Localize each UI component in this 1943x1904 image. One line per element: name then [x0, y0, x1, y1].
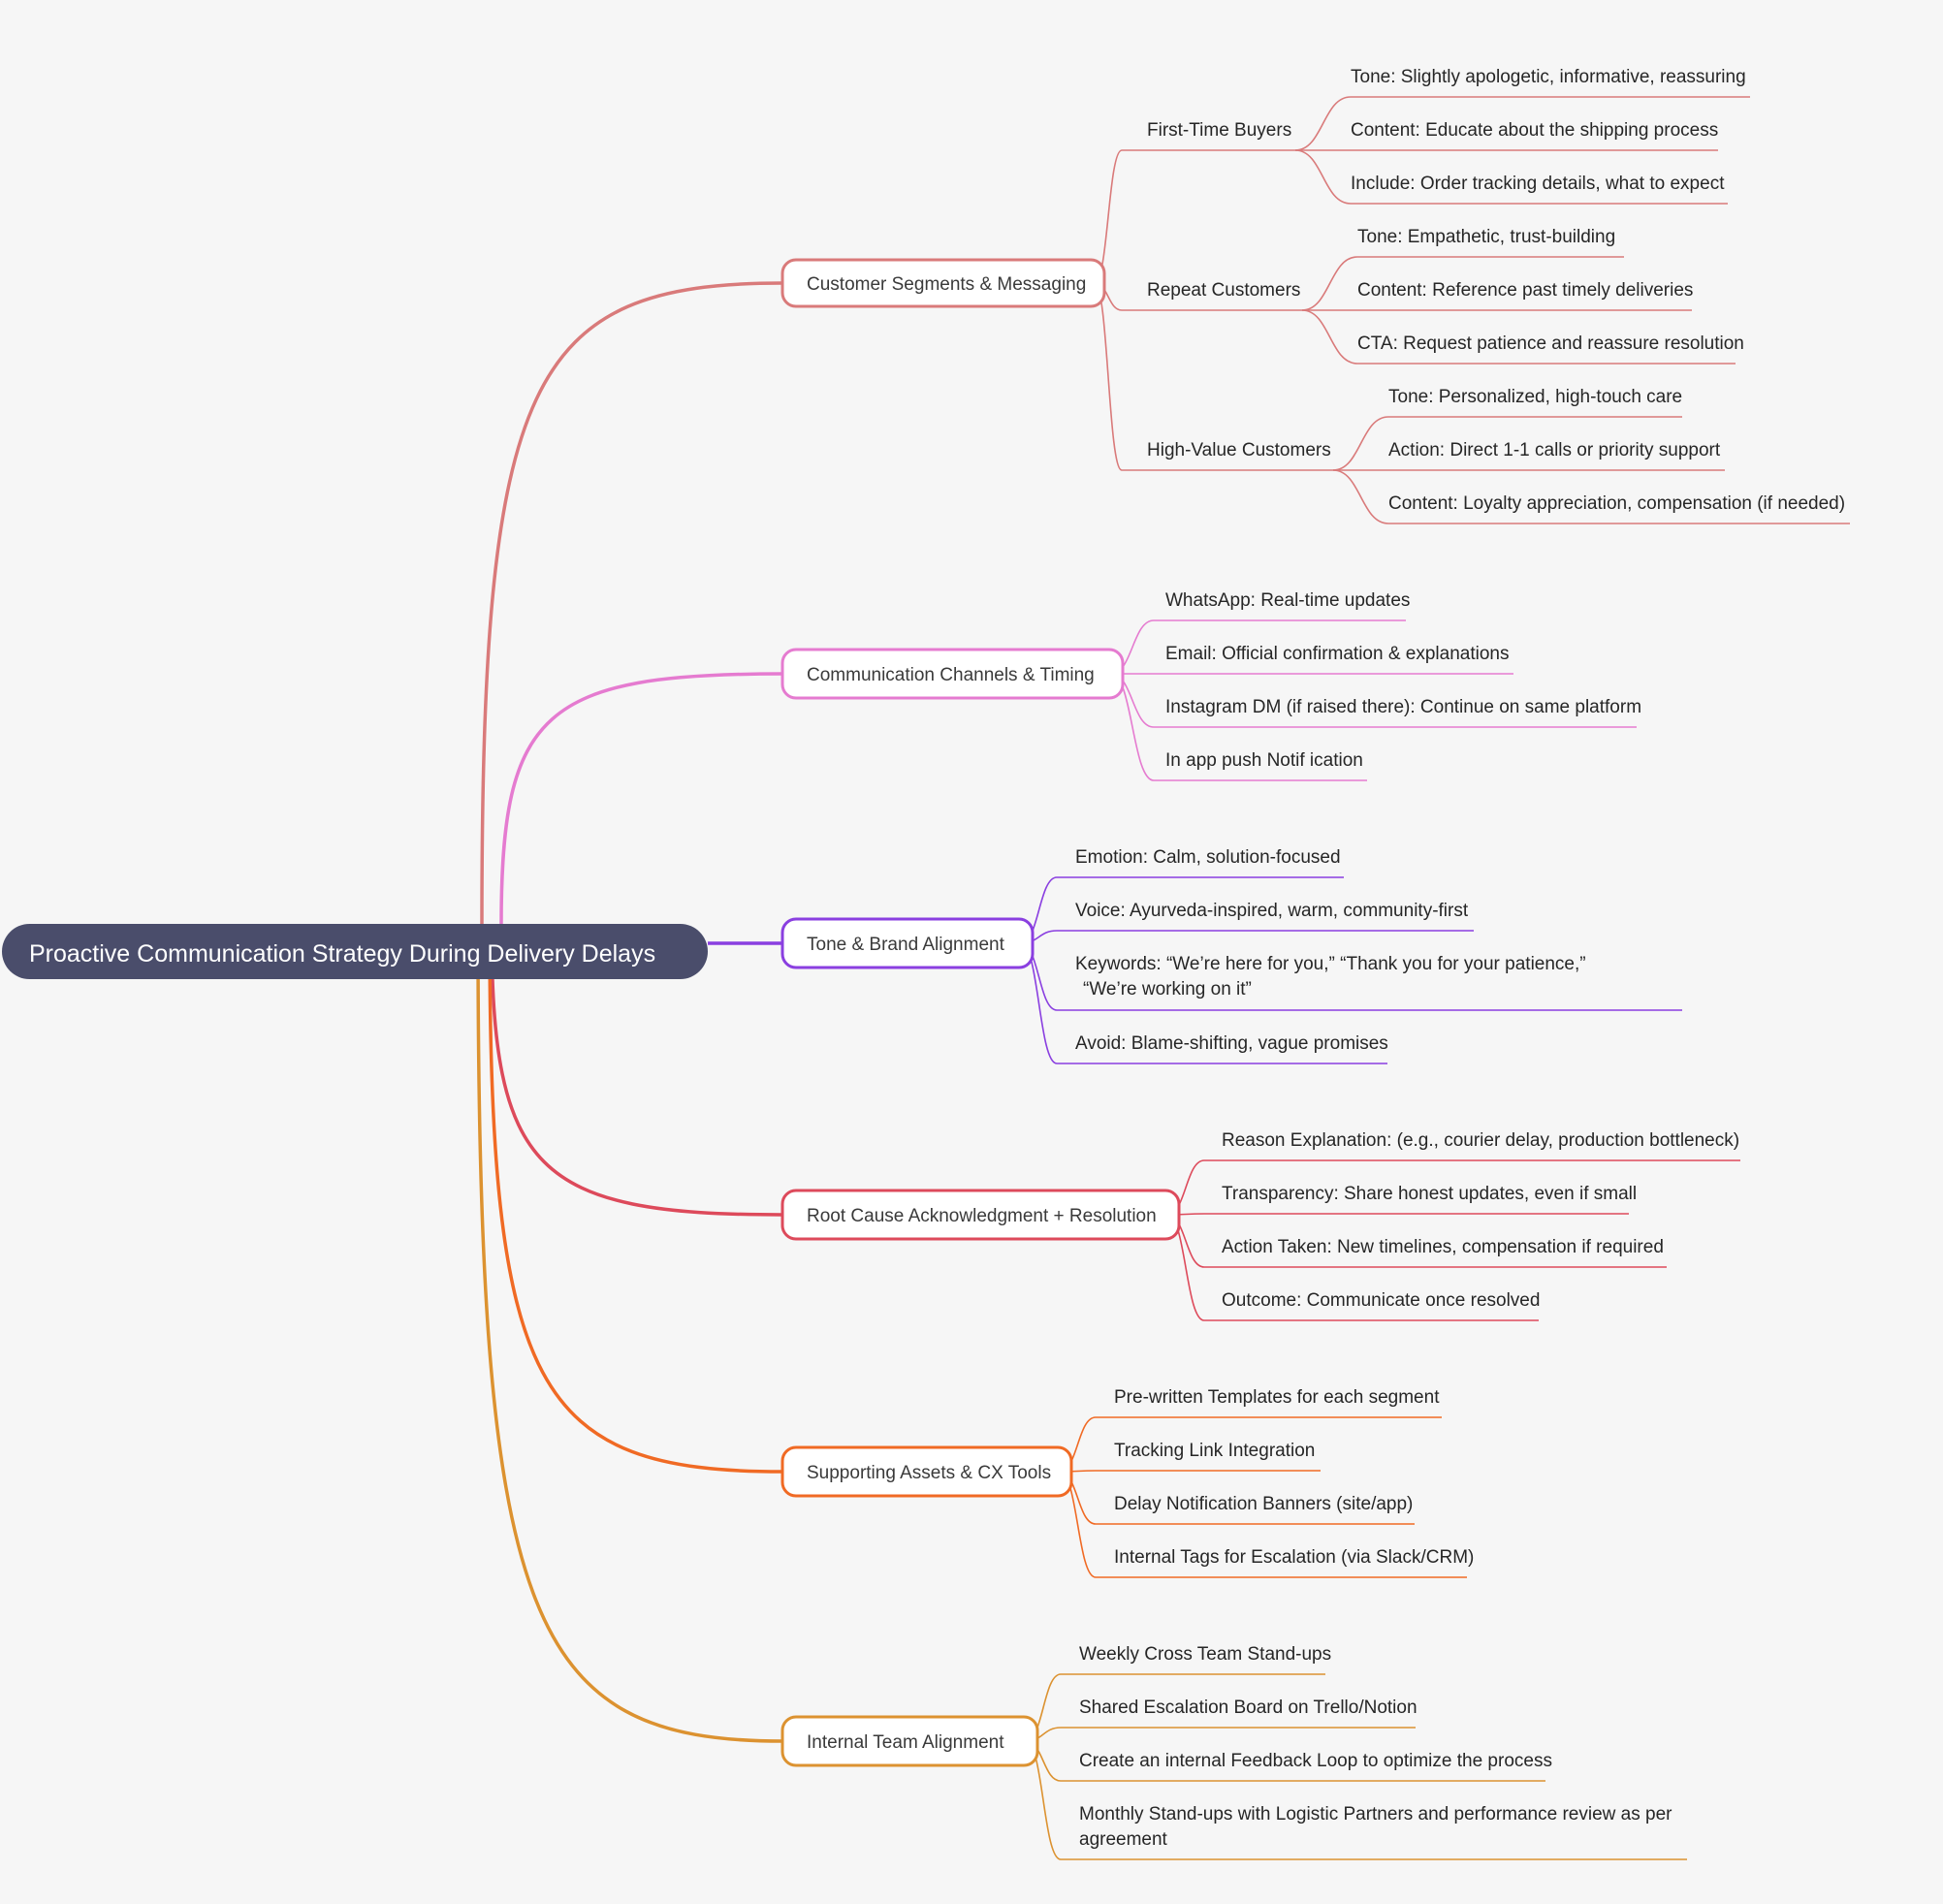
branch-box — [780, 1445, 1073, 1498]
branch-box — [780, 258, 1106, 308]
branch-box — [780, 648, 1125, 700]
leaf-label[interactable]: Outcome: Communicate once resolved — [1222, 1290, 1540, 1311]
leaf-label[interactable]: Emotion: Calm, solution-focused — [1075, 847, 1341, 868]
leaf-connector — [1294, 149, 1352, 205]
leaf-label[interactable]: Email: Official confirmation & explanati… — [1165, 644, 1509, 664]
central-topic-label: Proactive Communication Strategy During … — [29, 940, 655, 968]
branch-connector — [488, 923, 783, 1474]
branch-connector — [480, 281, 783, 925]
leaf-label[interactable]: Content: Educate about the shipping proc… — [1351, 120, 1718, 141]
leaf-label[interactable]: Tone: Slightly apologetic, informative, … — [1351, 67, 1746, 87]
leaf-label[interactable]: Reason Explanation: (e.g., courier delay… — [1222, 1130, 1739, 1151]
leaf-label-line: Keywords: “We’re here for you,” “Thank y… — [1075, 954, 1586, 974]
leaf-label[interactable]: In app push Notif ication — [1165, 750, 1363, 771]
leaf-label[interactable]: Voice: Ayurveda-inspired, warm, communit… — [1075, 901, 1469, 921]
leaf-label[interactable]: CTA: Request patience and reassure resol… — [1357, 333, 1744, 354]
leaf-label[interactable]: Action Taken: New timelines, compensatio… — [1222, 1237, 1664, 1257]
leaf-label[interactable]: Keywords: “We’re here for you,” “Thank y… — [1075, 954, 1586, 1000]
leaf-label[interactable]: Avoid: Blame-shifting, vague promises — [1075, 1033, 1388, 1054]
leaf-label[interactable]: Include: Order tracking details, what to… — [1351, 174, 1725, 194]
leaf-label[interactable]: Monthly Stand-ups with Logistic Partners… — [1079, 1804, 1672, 1850]
leaf-label[interactable]: Tone: Empathetic, trust-building — [1357, 227, 1615, 247]
group-label[interactable]: High-Value Customers — [1147, 440, 1331, 460]
central-topic-box — [2, 924, 708, 979]
branch-node[interactable]: Communication Channels & Timing — [780, 648, 1125, 700]
branch-label: Communication Channels & Timing — [807, 665, 1095, 685]
leaf-label[interactable]: Internal Tags for Escalation (via Slack/… — [1114, 1547, 1474, 1568]
leaf-label[interactable]: Content: Loyalty appreciation, compensat… — [1388, 493, 1845, 514]
branch-node[interactable]: Customer Segments & Messaging — [780, 258, 1106, 308]
branch-node[interactable]: Root Cause Acknowledgment + Resolution — [780, 1189, 1181, 1241]
leaf-label[interactable]: Transparency: Share honest updates, even… — [1222, 1184, 1637, 1204]
leaf-label[interactable]: Tone: Personalized, high-touch care — [1388, 387, 1682, 407]
leaf-label[interactable]: Pre-written Templates for each segment — [1114, 1387, 1440, 1408]
leaf-label[interactable]: WhatsApp: Real-time updates — [1165, 590, 1410, 611]
branch-connector — [476, 923, 783, 1743]
leaf-connector — [1301, 256, 1358, 311]
group-label[interactable]: Repeat Customers — [1147, 280, 1300, 301]
branch-box — [780, 1715, 1039, 1767]
branch-label: Supporting Assets & CX Tools — [807, 1463, 1051, 1483]
leaf-label-line: “We’re working on it” — [1083, 979, 1252, 1000]
branch-label: Tone & Brand Alignment — [807, 935, 1005, 955]
mind-map-nodes: Proactive Communication Strategy During … — [2, 67, 1845, 1850]
leaf-connector — [1332, 416, 1389, 471]
leaf-label-line: Monthly Stand-ups with Logistic Partners… — [1079, 1804, 1672, 1825]
central-topic[interactable]: Proactive Communication Strategy During … — [2, 924, 708, 979]
leaf-label[interactable]: Action: Direct 1-1 calls or priority sup… — [1388, 440, 1721, 460]
group-label[interactable]: First-Time Buyers — [1147, 120, 1291, 141]
leaf-connector — [1294, 96, 1352, 151]
group-connector — [1094, 282, 1123, 471]
branch-node[interactable]: Supporting Assets & CX Tools — [780, 1445, 1073, 1498]
leaf-connector — [1332, 469, 1389, 524]
leaf-label[interactable]: Tracking Link Integration — [1114, 1441, 1315, 1461]
leaf-label-line: agreement — [1079, 1829, 1168, 1850]
leaf-label[interactable]: Content: Reference past timely deliverie… — [1357, 280, 1693, 301]
branch-connector — [490, 923, 783, 1217]
branch-label: Internal Team Alignment — [807, 1732, 1004, 1753]
branch-node[interactable]: Internal Team Alignment — [780, 1715, 1039, 1767]
leaf-label[interactable]: Shared Escalation Board on Trello/Notion — [1079, 1698, 1417, 1718]
leaf-label[interactable]: Delay Notification Banners (site/app) — [1114, 1494, 1413, 1514]
branch-node[interactable]: Tone & Brand Alignment — [780, 917, 1035, 969]
branch-label: Root Cause Acknowledgment + Resolution — [807, 1206, 1157, 1226]
branch-connector — [499, 672, 783, 925]
branch-box — [780, 917, 1035, 969]
leaf-label[interactable]: Weekly Cross Team Stand-ups — [1079, 1644, 1331, 1665]
leaf-label[interactable]: Instagram DM (if raised there): Continue… — [1165, 697, 1641, 717]
leaf-label[interactable]: Create an internal Feedback Loop to opti… — [1079, 1751, 1552, 1771]
branch-box — [780, 1189, 1181, 1241]
branch-label: Customer Segments & Messaging — [807, 274, 1086, 295]
leaf-connector — [1301, 309, 1358, 365]
connector-lines — [476, 96, 1850, 1860]
